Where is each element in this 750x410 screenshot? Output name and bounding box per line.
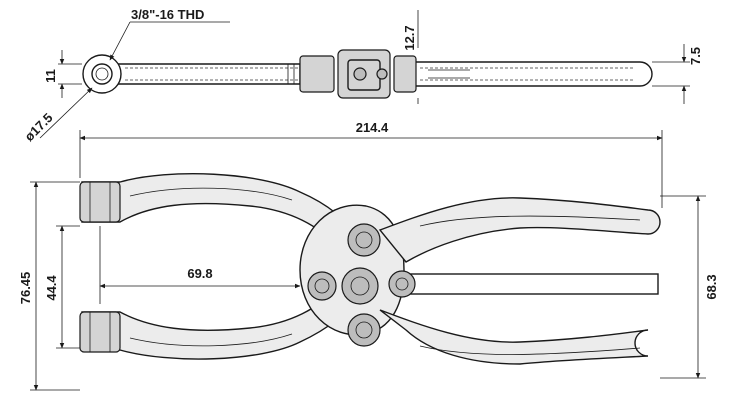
side-view xyxy=(79,173,661,365)
side-view-dimensions: 69.8 76.45 44.4 68.3 xyxy=(18,181,719,391)
top-view-dimensions: 3/8"-16 THD 11 ø17.5 12.7 7.5 214.4 xyxy=(22,7,703,208)
eye-height-label: 11 xyxy=(43,69,58,83)
thread-label: 3/8"-16 THD xyxy=(131,7,204,22)
jaw-inner-opening-label: 44.4 xyxy=(44,275,59,301)
jaw-depth-label: 69.8 xyxy=(187,266,212,281)
top-view xyxy=(82,49,653,99)
handle-diameter-label: 7.5 xyxy=(688,47,703,65)
eye-diameter-label: ø17.5 xyxy=(22,110,56,144)
body-height-label: 12.7 xyxy=(402,25,417,50)
handle-spread-label: 68.3 xyxy=(704,274,719,299)
jaw-outer-opening-label: 76.45 xyxy=(18,272,33,305)
overall-length-label: 214.4 xyxy=(356,120,389,135)
